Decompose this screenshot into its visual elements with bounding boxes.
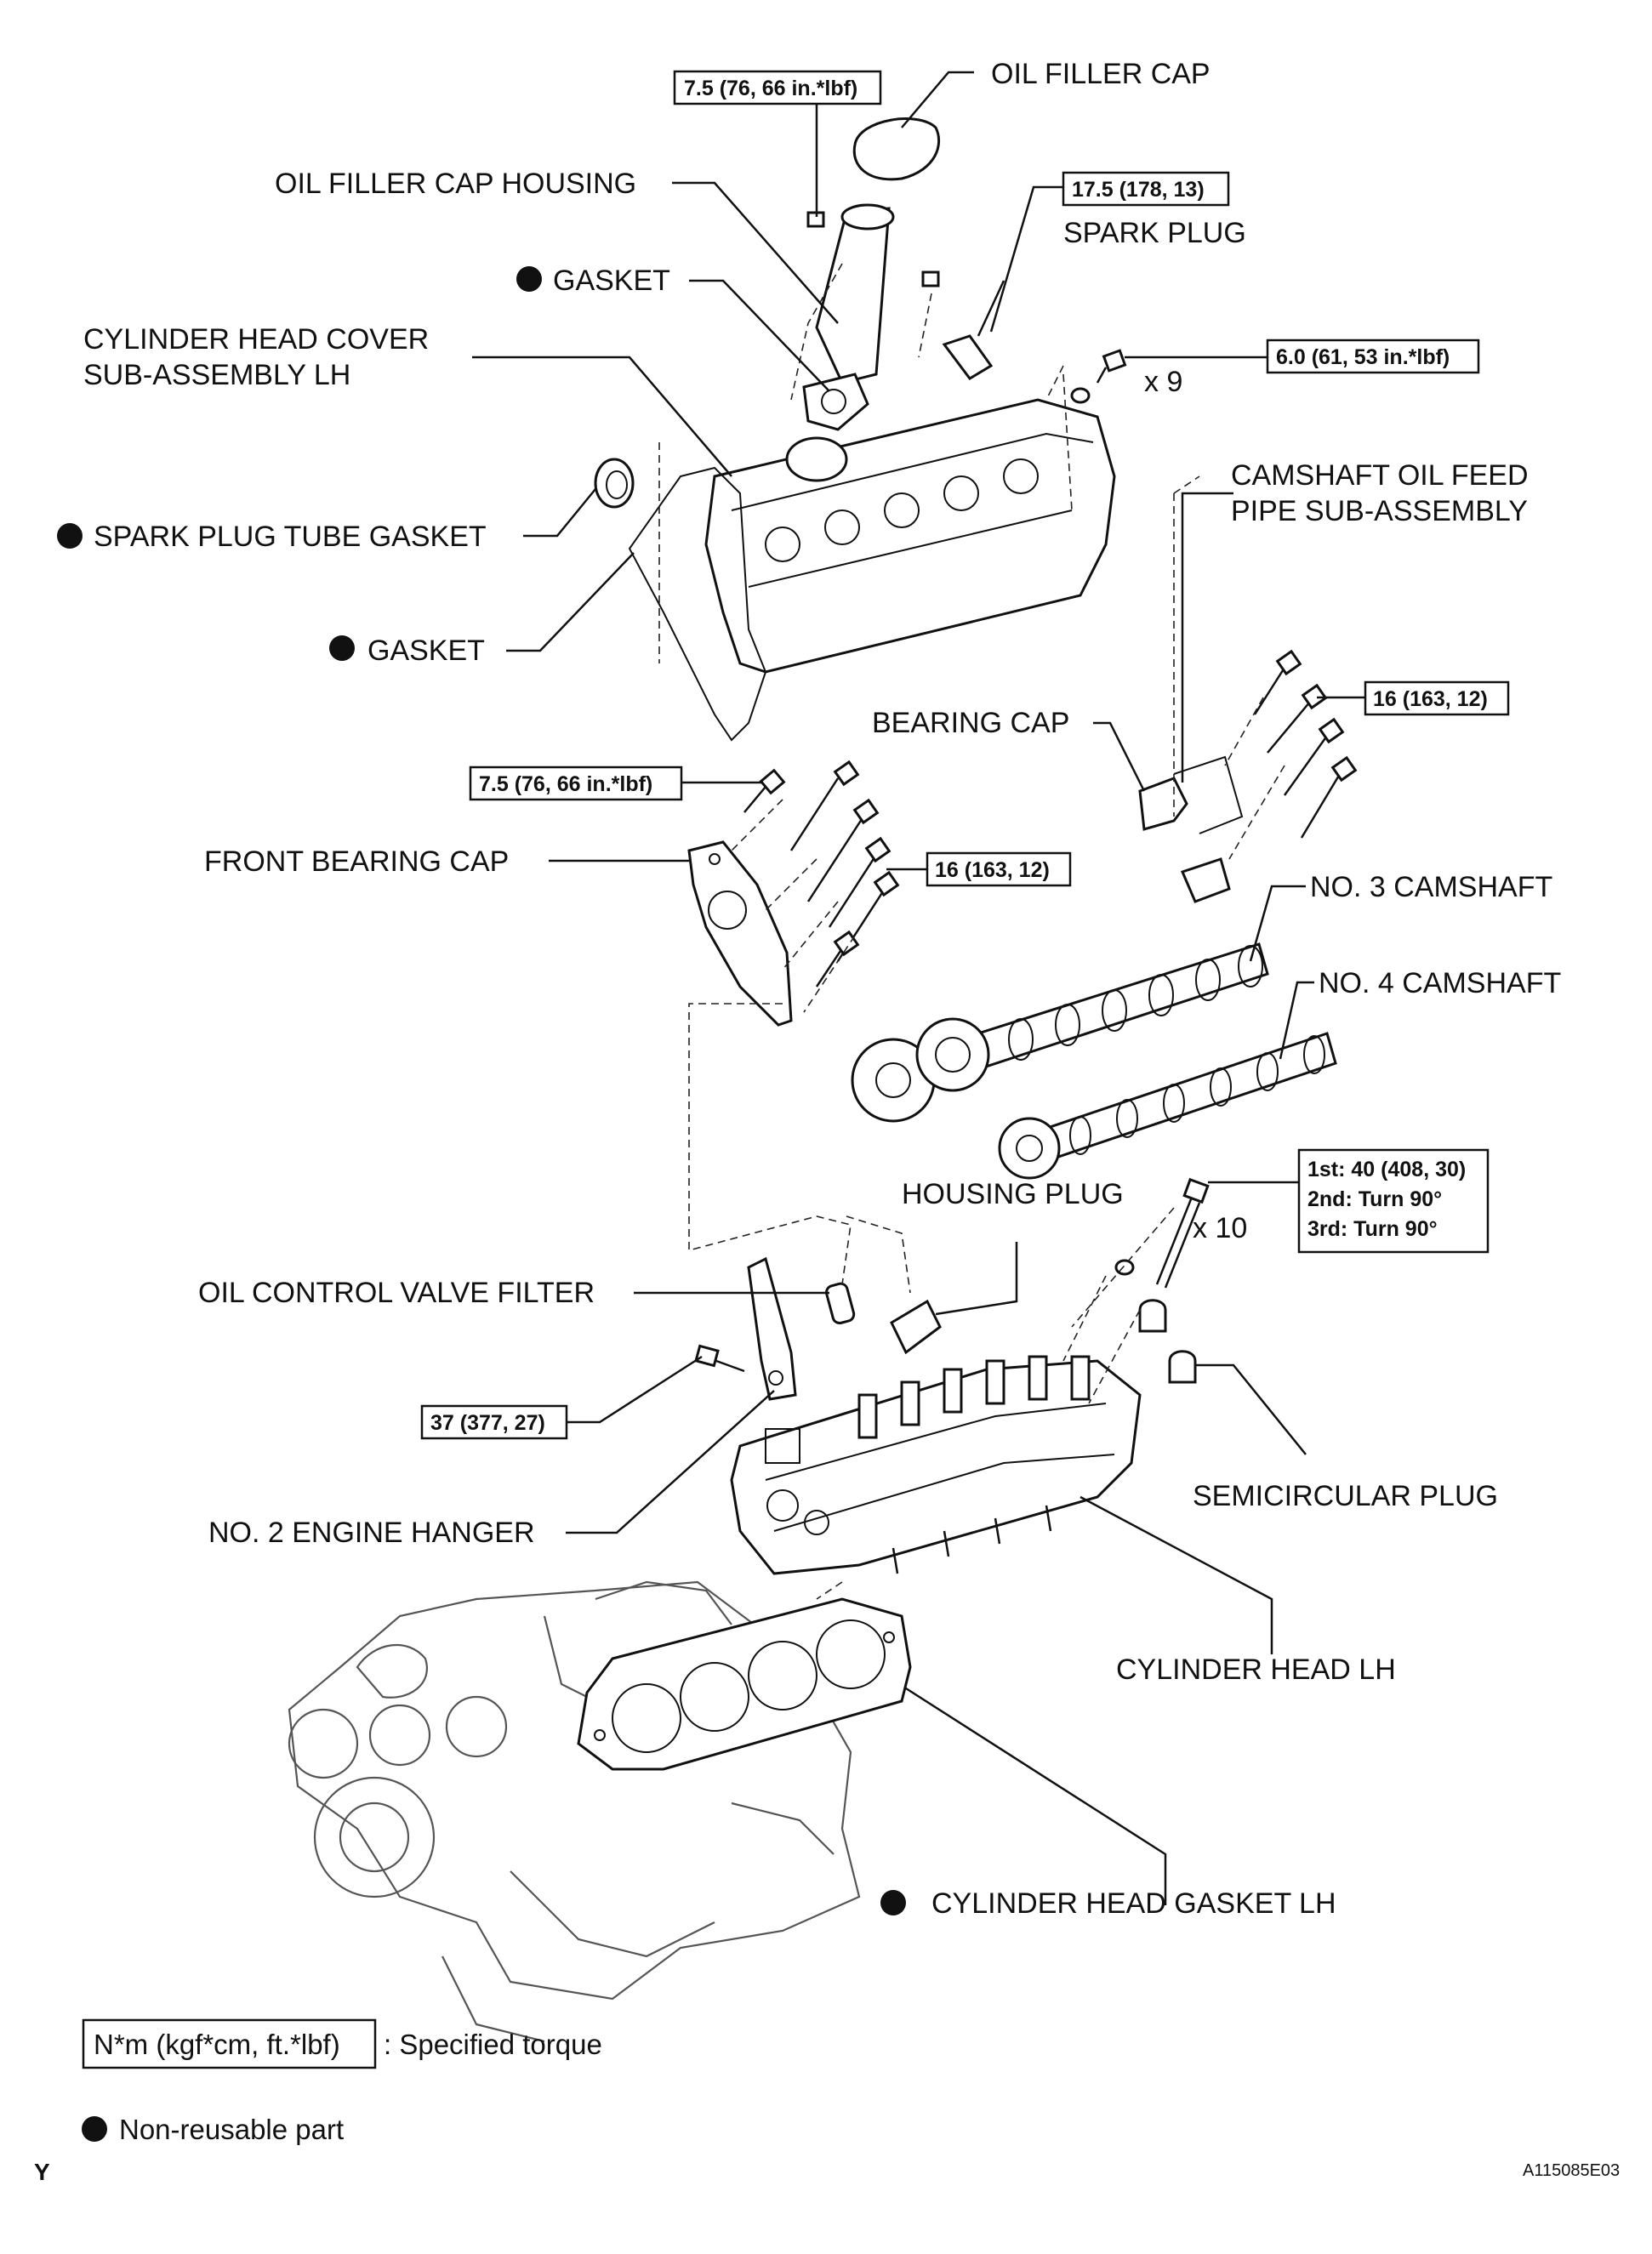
housing-plug-shape — [890, 1299, 942, 1355]
legend-non-reusable-text: Non-reusable part — [119, 2114, 344, 2145]
cover-gasket-shape — [628, 466, 767, 742]
no2-engine-hanger-shape — [747, 1256, 797, 1401]
oil-filler-cap-shape — [852, 117, 941, 181]
label-cylinder-head-lh: CYLINDER HEAD LH — [1116, 1654, 1396, 1686]
cylinder-head-cover-shape — [704, 398, 1116, 674]
oil-control-valve-filter-shape — [825, 1282, 856, 1325]
label-cylinder-head-gasket-lh: CYLINDER HEAD GASKET LH — [931, 1887, 1336, 1920]
torque-text-head-bolt-1st: 1st: 40 (408, 30) — [1307, 1158, 1466, 1181]
torque-box-engine-hanger: 37 (377, 27) — [420, 1404, 568, 1440]
label-camshaft-oil-feed-line1: CAMSHAFT OIL FEED — [1231, 459, 1529, 492]
bearing-cap-shape — [1138, 755, 1244, 903]
semicircular-plug-shape — [1138, 1299, 1197, 1384]
spark-plug-shape — [942, 280, 1005, 380]
torque-text-oil-filler-housing: 7.5 (76, 66 in.*lbf) — [684, 77, 857, 100]
engine-hanger-bolt — [694, 1344, 745, 1373]
legend-torque-unit: N*m (kgf*cm, ft.*lbf) — [94, 2029, 340, 2060]
legend-non-reusable: Non-reusable part — [82, 2114, 344, 2145]
torque-box-bearing-cap-bolt: 16 (163, 12) — [1364, 680, 1510, 716]
label-bearing-cap: BEARING CAP — [872, 707, 1069, 739]
no4-camshaft-shape — [998, 1032, 1337, 1180]
label-front-bearing-cap: FRONT BEARING CAP — [204, 845, 509, 878]
torque-box-oil-filler-housing: 7.5 (76, 66 in.*lbf) — [673, 70, 882, 105]
legend-non-reusable-dot — [82, 2116, 107, 2142]
label-oil-filler-cap: OIL FILLER CAP — [991, 58, 1211, 90]
qty-cover-bolts: x 9 — [1144, 366, 1182, 398]
bearing-cap-bolts — [1253, 649, 1358, 839]
label-camshaft-oil-feed-line2: PIPE SUB-ASSEMBLY — [1231, 495, 1528, 527]
label-semicircular-plug: SEMICIRCULAR PLUG — [1193, 1480, 1498, 1512]
leader-lines — [472, 71, 1365, 1905]
non-reusable-dot-gasket-cover — [329, 635, 355, 661]
label-gasket-top: GASKET — [553, 265, 670, 297]
front-cap-bolts — [743, 760, 900, 988]
oil-filler-cap-housing-shape — [815, 203, 895, 384]
spark-plug-tube-gasket-shape — [594, 458, 635, 509]
non-reusable-dot-gasket-top — [516, 266, 542, 292]
label-spark-plug-tube-gasket: SPARK PLUG TUBE GASKET — [94, 521, 487, 553]
non-reusable-dot-spark-plug-tube-gasket — [57, 523, 83, 549]
label-cylinder-head-cover-line2: SUB-ASSEMBLY LH — [83, 359, 350, 391]
torque-box-head-bolt: 1st: 40 (408, 30) 2nd: Turn 90° 3rd: Tur… — [1297, 1148, 1490, 1254]
torque-text-front-cap-bolt: 16 (163, 12) — [935, 858, 1050, 882]
torque-text-spark-plug: 17.5 (178, 13) — [1072, 178, 1205, 202]
head-bolt — [1155, 1177, 1210, 1289]
front-bearing-cap-shape — [687, 840, 793, 1027]
torque-text-front-cap-small: 7.5 (76, 66 in.*lbf) — [479, 772, 652, 796]
legend-torque-desc: : Specified torque — [384, 2029, 602, 2060]
torque-text-engine-hanger: 37 (377, 27) — [430, 1411, 545, 1435]
label-oil-filler-cap-housing: OIL FILLER CAP HOUSING — [275, 168, 636, 200]
section-letter: Y — [34, 2159, 50, 2185]
torque-box-front-cap-small: 7.5 (76, 66 in.*lbf) — [469, 766, 683, 801]
label-oil-control-valve-filter: OIL CONTROL VALVE FILTER — [198, 1277, 595, 1309]
alignment-lines — [658, 263, 1285, 1600]
label-cylinder-head-cover-line1: CYLINDER HEAD COVER — [83, 323, 429, 356]
label-no2-engine-hanger: NO. 2 ENGINE HANGER — [208, 1517, 535, 1549]
torque-box-front-cap-bolt: 16 (163, 12) — [926, 851, 1072, 887]
non-reusable-marks — [57, 266, 906, 1915]
label-spark-plug: SPARK PLUG — [1063, 217, 1246, 249]
torque-text-bearing-cap-bolt: 16 (163, 12) — [1373, 687, 1488, 711]
label-housing-plug: HOUSING PLUG — [902, 1178, 1124, 1210]
torque-text-head-bolt-2nd: 2nd: Turn 90° — [1307, 1187, 1442, 1211]
non-reusable-dot-head-gasket — [880, 1890, 906, 1915]
torque-box-cover-bolt: 6.0 (61, 53 in.*lbf) — [1266, 339, 1480, 374]
legend-torque: N*m (kgf*cm, ft.*lbf) : Specified torque — [82, 2018, 602, 2069]
no3-camshaft-shape — [851, 942, 1269, 1123]
gasket-top-shape — [802, 373, 869, 431]
label-gasket-cover: GASKET — [367, 635, 485, 667]
cylinder-head-gasket-lh-shape — [577, 1597, 912, 1771]
head-bolt-washer — [1114, 1259, 1135, 1276]
cylinder-head-lh-shape — [730, 1355, 1142, 1575]
torque-text-head-bolt-3rd: 3rd: Turn 90° — [1307, 1217, 1438, 1241]
torque-text-cover-bolt: 6.0 (61, 53 in.*lbf) — [1276, 345, 1450, 369]
qty-head-bolts: x 10 — [1193, 1212, 1247, 1244]
torque-box-spark-plug: 17.5 (178, 13) — [1062, 171, 1230, 207]
figure-id: A115085E03 — [1523, 2161, 1620, 2180]
cover-bolt — [1070, 349, 1127, 404]
label-no4-camshaft: NO. 4 CAMSHAFT — [1319, 967, 1561, 999]
label-no3-camshaft: NO. 3 CAMSHAFT — [1310, 871, 1552, 903]
